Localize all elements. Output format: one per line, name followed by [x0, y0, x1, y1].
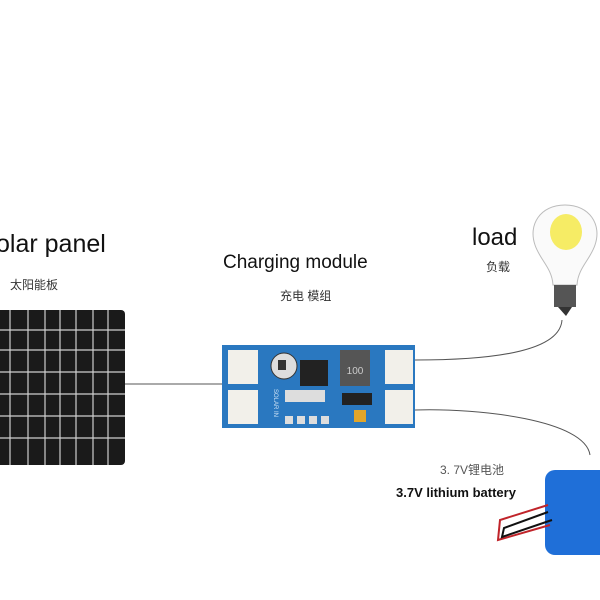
solar-panel-label-zh: 太阳能板	[10, 278, 59, 292]
charging-module-label: Charging module	[223, 252, 368, 273]
solar-panel-label: olar panel	[0, 230, 106, 258]
light-bulb-image	[532, 204, 598, 316]
inductor-marking: 100	[347, 366, 364, 377]
wire-module-to-battery	[414, 409, 591, 456]
battery-label-zh: 3. 7V锂电池	[440, 463, 505, 477]
charging-module-image: 100 SOLAR IN	[222, 345, 415, 428]
battery-label: 3.7V lithium battery	[396, 485, 516, 500]
load-label-zh: 负载	[486, 260, 511, 274]
load-label: load	[472, 224, 518, 251]
solar-panel-image	[0, 310, 125, 465]
solar-in-silk-label: SOLAR IN	[272, 389, 278, 417]
battery-image	[496, 470, 600, 555]
wire-module-to-load	[414, 319, 563, 361]
charging-module-label-zh: 充电 模组	[280, 289, 332, 303]
